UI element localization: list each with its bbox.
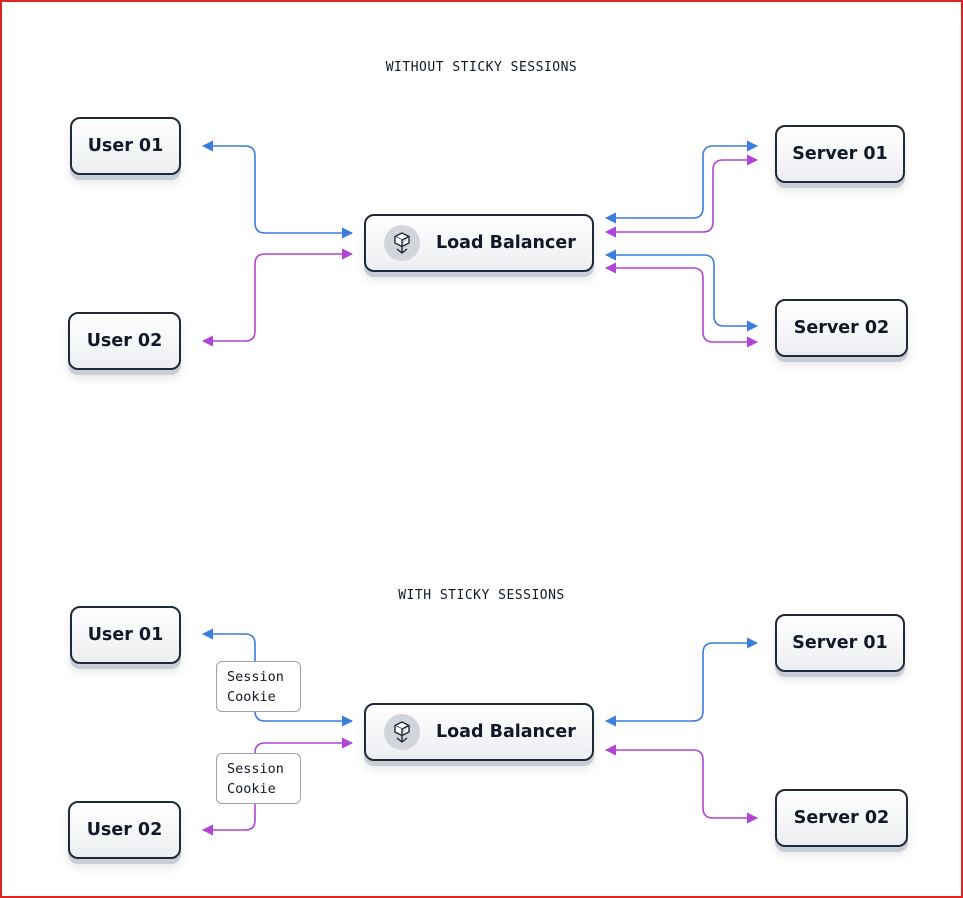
sticky-load-balancer-label: Load Balancer [436,722,576,742]
connector-sticky-lb-server01 [604,637,759,727]
load-balancer-node: Load Balancer [364,214,594,272]
server-01-node: Server 01 [775,125,905,183]
session-cookie-line2: Cookie [227,689,276,705]
section-title-with-sticky: WITH STICKY SESSIONS [398,588,565,603]
load-balancer-label: Load Balancer [436,233,576,253]
session-cookie-badge-user01: Session Cookie [216,661,301,712]
sticky-user-02-node: User 02 [68,801,181,859]
session-cookie-line2: Cookie [227,781,276,797]
connector-sticky-lb-server02 [604,744,759,824]
session-cookie-badge-user02: Session Cookie [216,753,301,804]
connector-user02-lb [201,248,354,347]
connector-lb-server01-purple [604,154,759,238]
user-01-node: User 01 [70,117,181,175]
session-cookie-line1: Session [227,761,284,777]
connector-lb-server01-blue [604,140,759,224]
load-balancer-icon [384,225,420,261]
user-02-node: User 02 [68,312,181,370]
load-balancer-icon [384,714,420,750]
connector-lb-server02-purple [604,262,759,348]
session-cookie-line1: Session [227,669,284,685]
sticky-server-01-node: Server 01 [775,614,905,672]
connector-user01-lb [201,140,354,239]
sticky-server-02-node: Server 02 [775,789,908,847]
sticky-load-balancer-node: Load Balancer [364,703,594,761]
connector-lb-server02-blue [604,249,759,332]
server-02-node: Server 02 [775,299,908,357]
section-title-without-sticky: WITHOUT STICKY SESSIONS [385,60,578,75]
sticky-user-01-node: User 01 [70,606,181,664]
